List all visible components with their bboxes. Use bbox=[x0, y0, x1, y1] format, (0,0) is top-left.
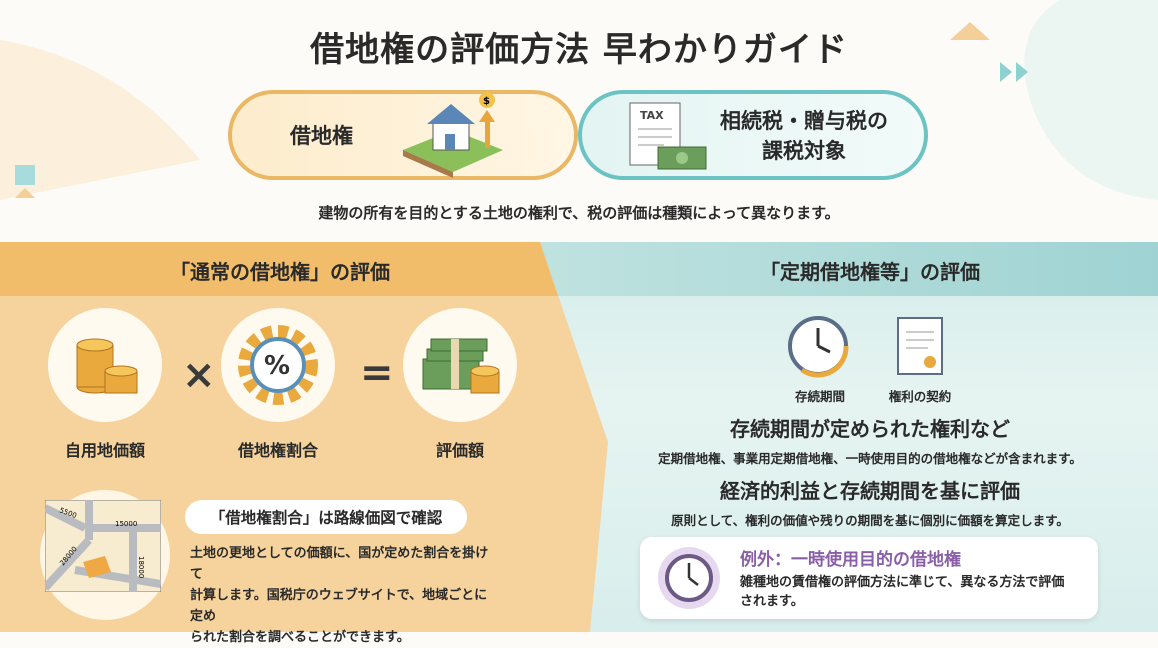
tax-target-line-2: 課税対象 bbox=[762, 139, 846, 163]
land-value-label: 自用地価額 bbox=[64, 441, 145, 460]
duration-label: 存続期間 bbox=[794, 389, 845, 404]
route-price-bubble: 「借地権割合」は路線価図で確認 bbox=[185, 500, 467, 534]
tax-target-pill: TAX 相続税・贈与税の 課税対象 bbox=[578, 90, 928, 180]
exception-box: 例外：一時使用目的の借地権 雑種地の賃借権の評価方法に準じて、異なる方法で評価 … bbox=[640, 537, 1098, 619]
percent-gear-icon: % bbox=[221, 308, 335, 422]
ordinary-heading: 「通常の借地権」の評価 bbox=[170, 260, 390, 284]
map-label-2: 15000 bbox=[115, 520, 137, 528]
svg-text:$: $ bbox=[483, 96, 490, 107]
ratio-explanation: 土地の更地としての価額に、国が定めた割合を掛けて 計算します。国税庁のウェブサイ… bbox=[190, 543, 490, 648]
road-price-map-icon: 5500 15000 28000 18000 bbox=[45, 500, 161, 592]
page-title: 借地権の評価方法 早わかりガイド bbox=[310, 30, 848, 70]
explanation-line: られた割合を調べることができます。 bbox=[190, 630, 410, 645]
contract-label: 権利の契約 bbox=[888, 389, 952, 404]
tax-label: TAX bbox=[640, 109, 664, 122]
clock-arrow-icon bbox=[788, 316, 849, 378]
map-label-4: 18000 bbox=[137, 556, 145, 578]
multiply-operator: × bbox=[182, 352, 216, 398]
purple-clock-icon bbox=[658, 547, 720, 609]
exception-text: 雑種地の賃借権の評価方法に準じて、異なる方法で評価 されます。 bbox=[740, 573, 1064, 611]
fixed-term-text-1: 定期借地権、事業用定期借地権、一時使用目的の借地権などが含まれます。 bbox=[658, 451, 1082, 466]
explanation-line: 計算します。国税庁のウェブサイトで、地域ごとに定め bbox=[190, 588, 488, 624]
leasehold-ratio-label: 借地権割合 bbox=[237, 441, 318, 460]
leasehold-label: 借地権 bbox=[290, 124, 353, 148]
coins-icon bbox=[48, 308, 162, 422]
background-decoration bbox=[0, 0, 1158, 200]
ordinary-header-band bbox=[0, 242, 558, 296]
svg-text:%: % bbox=[264, 351, 290, 381]
tax-target-text: 相続税・贈与税の 課税対象 bbox=[720, 105, 888, 165]
equals-operator: = bbox=[360, 350, 394, 396]
fixed-term-subheading-1: 存続期間が定められた権利など bbox=[730, 417, 1010, 441]
contract-icon bbox=[897, 317, 943, 375]
exception-line: されます。 bbox=[740, 594, 804, 609]
fixed-term-text-2: 原則として、権利の価値や残りの期間を基に個別に価額を算定します。 bbox=[671, 513, 1069, 528]
fixed-term-heading: 「定期借地権等」の評価 bbox=[760, 260, 980, 284]
fixed-term-header-band bbox=[540, 242, 1158, 296]
intro-subtitle: 建物の所有を目的とする土地の権利で、税の評価は種類によって異なります。 bbox=[318, 204, 840, 222]
fixed-term-subheading-2: 経済的利益と存続期間を基に評価 bbox=[720, 479, 1020, 503]
exception-line: 雑種地の賃借権の評価方法に準じて、異なる方法で評価 bbox=[740, 575, 1065, 590]
explanation-line: 土地の更地としての価額に、国が定めた割合を掛けて bbox=[190, 546, 489, 582]
house-icon: $ bbox=[403, 92, 503, 178]
tax-target-line-1: 相続税・贈与税の bbox=[720, 109, 888, 133]
leasehold-pill: 借地権 $ bbox=[228, 90, 578, 180]
money-stack-icon bbox=[403, 308, 517, 422]
valuation-label: 評価額 bbox=[435, 441, 484, 460]
exception-title: 例外：一時使用目的の借地権 bbox=[740, 550, 961, 570]
tax-document-icon: TAX bbox=[629, 102, 707, 170]
